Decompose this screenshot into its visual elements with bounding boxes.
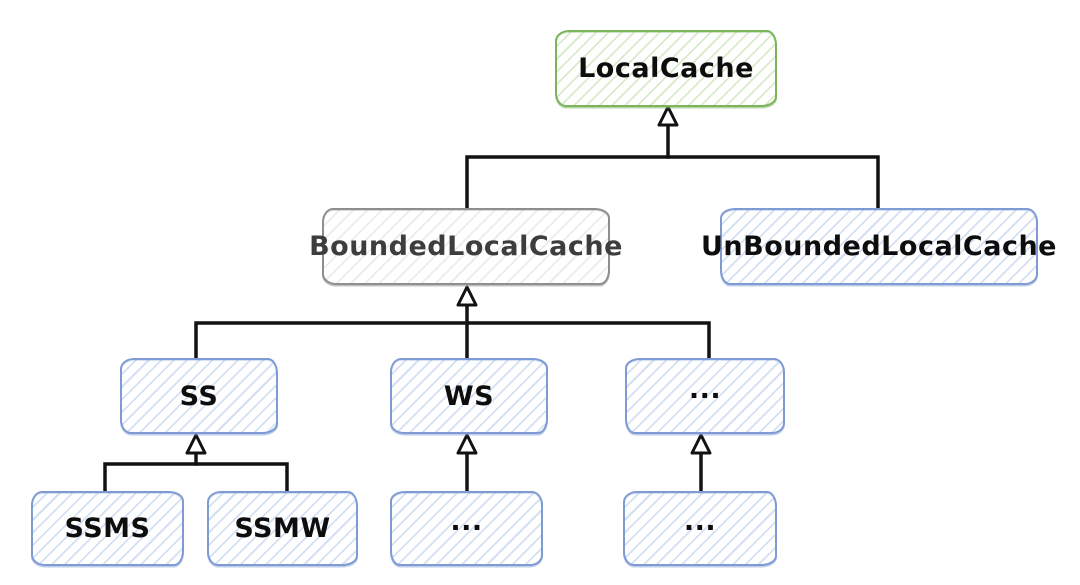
node-unboundedlocalcache-label: UnBoundedLocalCache (701, 231, 1057, 262)
node-dots-mid-label: ... (688, 373, 722, 405)
inheritance-arrowhead-boundedlocalcache (456, 285, 478, 307)
node-localcache: LocalCache (555, 30, 777, 107)
node-dots-bottom-left-label: ... (450, 506, 483, 537)
edge-bus-ss-children (103, 462, 289, 496)
node-ws: WS (390, 358, 548, 434)
node-dots-bottom-right-label: ... (683, 506, 717, 537)
node-ssms-label: SSMS (64, 513, 151, 544)
node-localcache-label: LocalCache (578, 53, 754, 84)
node-ssms: SSMS (31, 491, 184, 566)
node-ws-label: WS (443, 380, 495, 412)
node-ss: SS (120, 358, 278, 434)
node-dots-mid: ... (625, 358, 785, 434)
inheritance-arrowhead-dots (690, 433, 712, 455)
inheritance-arrowhead-localcache (657, 105, 679, 127)
edge-bus-level2 (194, 321, 711, 360)
node-unboundedlocalcache: UnBoundedLocalCache (701, 208, 1057, 285)
node-boundedlocalcache: BoundedLocalCache (309, 208, 622, 285)
node-ssmw: SSMW (207, 491, 358, 566)
node-ss-label: SS (179, 380, 219, 412)
edge-bus-level1 (465, 155, 880, 210)
node-dots-bottom-right: ... (623, 491, 777, 566)
node-boundedlocalcache-label: BoundedLocalCache (309, 231, 623, 262)
node-dots-bottom-left: ... (390, 491, 543, 566)
inheritance-arrowhead-ss (185, 433, 207, 455)
node-ssmw-label: SSMW (234, 513, 331, 544)
inheritance-arrowhead-ws (456, 433, 478, 455)
